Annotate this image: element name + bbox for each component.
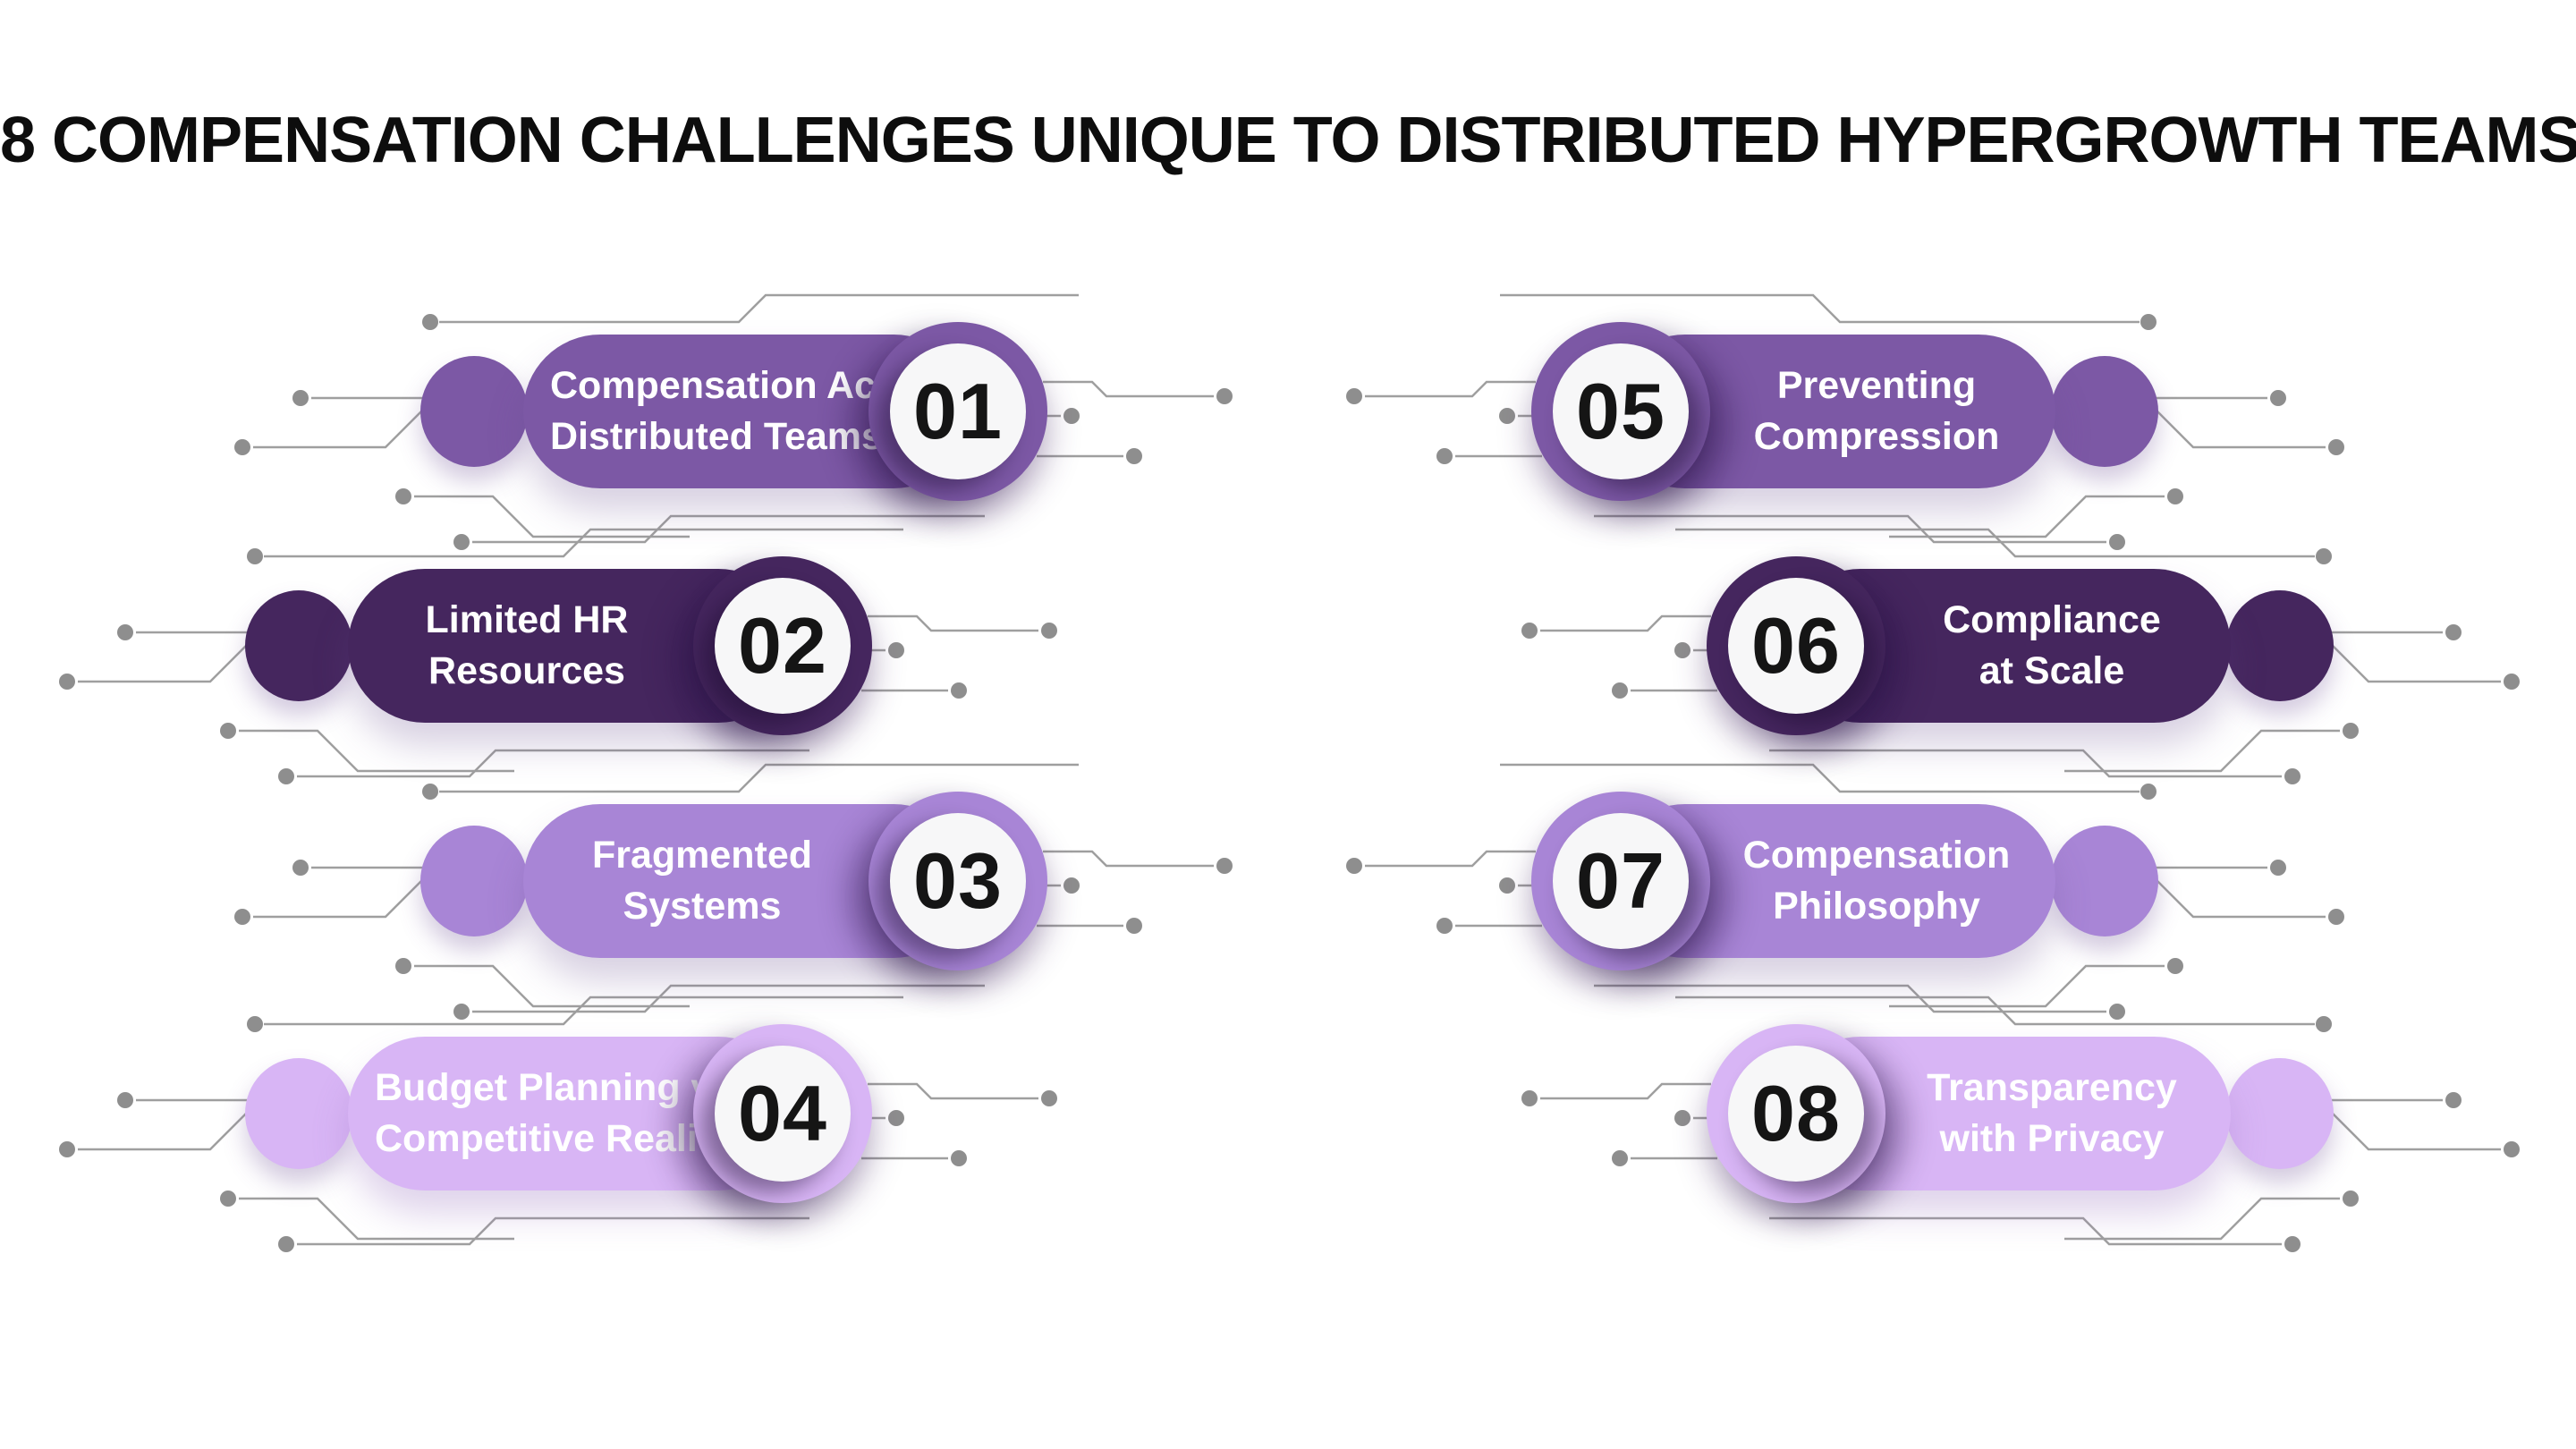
side-blob-decoration bbox=[2226, 1058, 2334, 1169]
challenge-number: 03 bbox=[913, 836, 1003, 925]
challenge-label-line-2: Distributed Teams bbox=[550, 415, 883, 458]
challenge-label-line-2: at Scale bbox=[1979, 649, 2125, 692]
side-blob-decoration bbox=[245, 590, 352, 701]
challenge-label-line-1: Compliance bbox=[1943, 598, 2161, 641]
challenge-number: 07 bbox=[1576, 836, 1665, 925]
challenge-label-line-1: Transparency bbox=[1927, 1066, 2177, 1109]
challenge-number: 04 bbox=[738, 1069, 827, 1157]
challenge-number: 06 bbox=[1751, 601, 1841, 690]
side-blob-decoration bbox=[245, 1058, 352, 1169]
number-circle: 05 bbox=[1553, 343, 1689, 479]
challenge-label-line-1: Preventing bbox=[1776, 364, 1977, 407]
number-circle: 01 bbox=[890, 343, 1026, 479]
number-ring: 06 bbox=[1707, 556, 1885, 735]
number-circle: 06 bbox=[1728, 578, 1864, 714]
challenge-number: 08 bbox=[1751, 1069, 1841, 1157]
side-blob-decoration bbox=[2051, 356, 2158, 467]
side-blob-decoration bbox=[2051, 826, 2158, 936]
challenge-label-line-1: Budget Planning vs. bbox=[375, 1066, 745, 1109]
challenge-label-line-2: Systems bbox=[623, 885, 782, 928]
number-ring: 08 bbox=[1707, 1024, 1885, 1203]
side-blob-decoration bbox=[420, 826, 528, 936]
challenge-number: 02 bbox=[738, 601, 827, 690]
challenge-label-line-1: Limited HR bbox=[425, 598, 629, 641]
challenge-label-line-2: Resources bbox=[428, 649, 625, 692]
number-circle: 07 bbox=[1553, 813, 1689, 949]
number-circle: 08 bbox=[1728, 1046, 1864, 1182]
challenge-label-line-2: Competitive Reality bbox=[375, 1117, 733, 1160]
side-blob-decoration bbox=[420, 356, 528, 467]
challenge-label-line-1: Fragmented bbox=[591, 834, 813, 877]
challenge-label-line-2: Compression bbox=[1753, 415, 2000, 458]
challenge-number: 01 bbox=[913, 367, 1003, 455]
number-ring: 02 bbox=[693, 556, 872, 735]
challenge-number: 05 bbox=[1576, 367, 1665, 455]
number-ring: 05 bbox=[1531, 322, 1710, 501]
number-circle: 02 bbox=[715, 578, 851, 714]
number-ring: 01 bbox=[869, 322, 1047, 501]
challenge-label-line-2: Philosophy bbox=[1773, 885, 1980, 928]
number-ring: 03 bbox=[869, 792, 1047, 970]
side-blob-decoration bbox=[2226, 590, 2334, 701]
challenge-label-line-1: Compensation bbox=[1742, 834, 2011, 877]
challenge-label-line-2: with Privacy bbox=[1939, 1117, 2165, 1160]
number-circle: 04 bbox=[715, 1046, 851, 1182]
page-title: 8 COMPENSATION CHALLENGES UNIQUE TO DIST… bbox=[0, 105, 2576, 176]
number-ring: 04 bbox=[693, 1024, 872, 1203]
number-circle: 03 bbox=[890, 813, 1026, 949]
challenge-label-line-1: Compensation Across bbox=[550, 364, 957, 407]
number-ring: 07 bbox=[1531, 792, 1710, 970]
